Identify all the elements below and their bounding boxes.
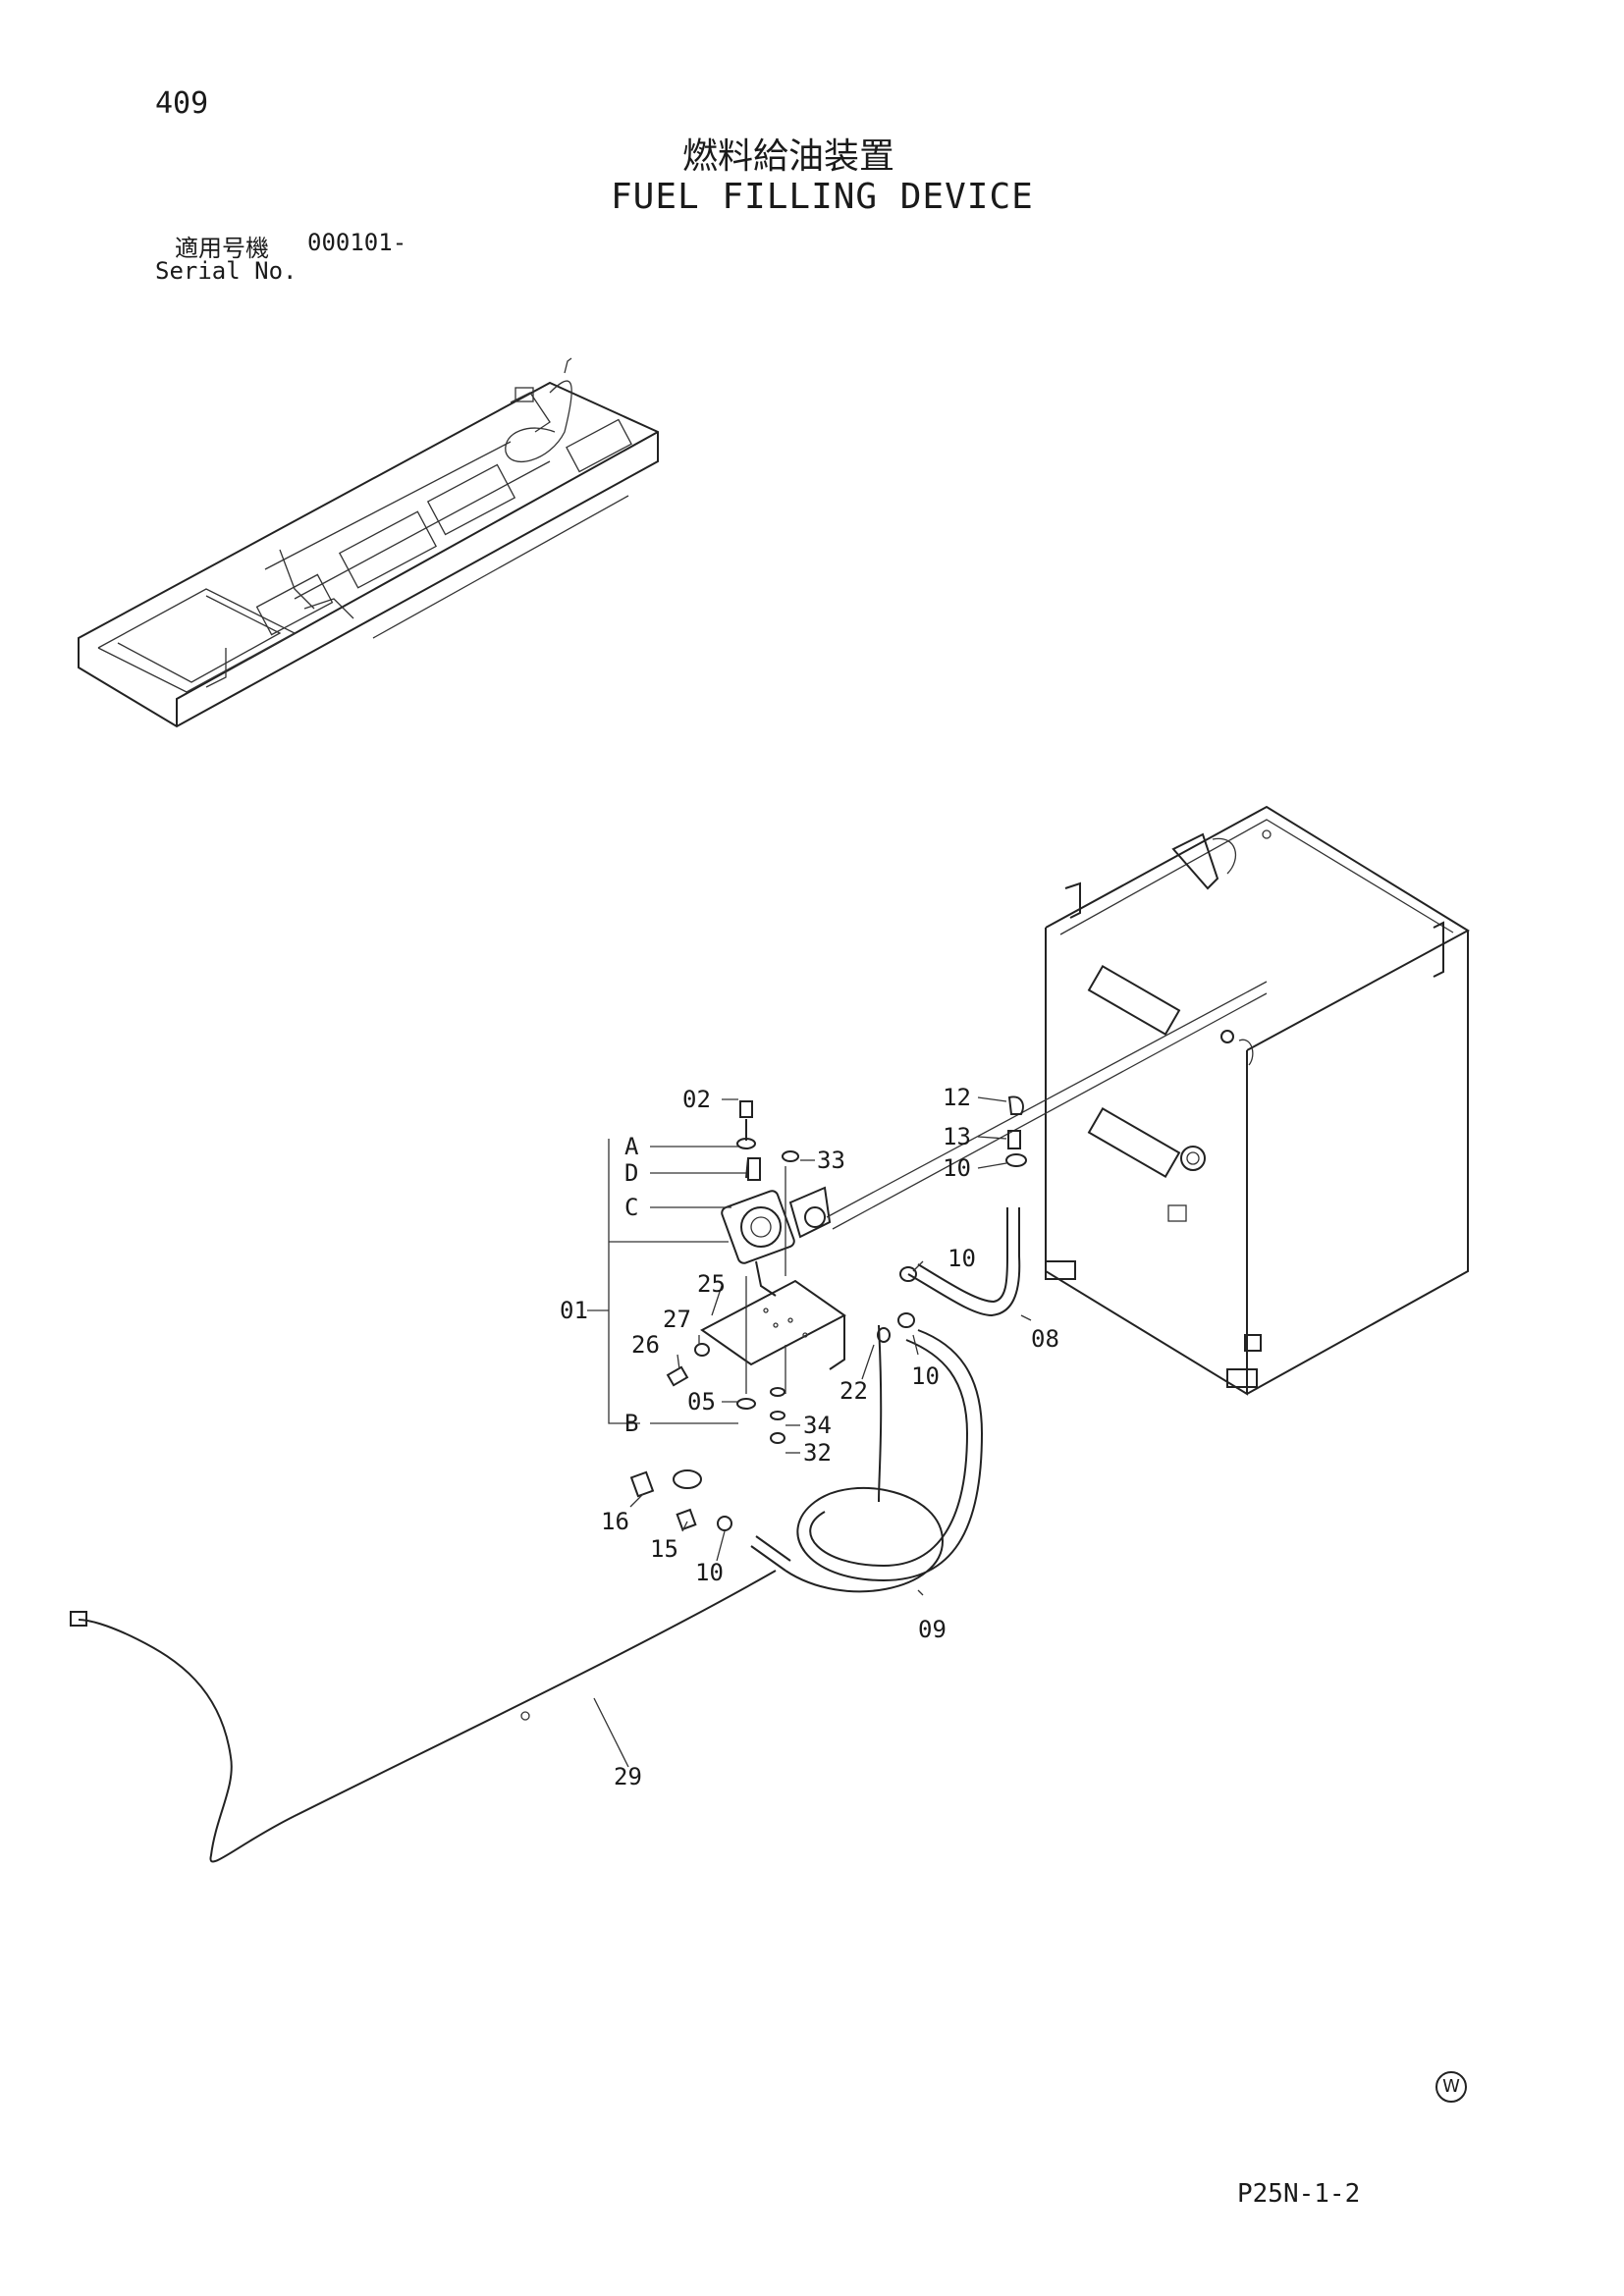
callout-27: 27 — [663, 1306, 691, 1333]
circled-w-mark: W — [1435, 2071, 1467, 2103]
machine-frame-overview-illustration — [78, 357, 659, 728]
callout-32: 32 — [803, 1439, 832, 1467]
serial-label-english: Serial No. — [155, 257, 298, 285]
callout-labels: 02 A D C 01 B 33 25 27 26 05 34 32 22 12… — [560, 1084, 1059, 1790]
title-japanese: 燃料給油装置 — [682, 136, 895, 177]
callout-12: 12 — [943, 1084, 971, 1111]
callout-A: A — [624, 1133, 639, 1160]
callout-01: 01 — [560, 1297, 588, 1324]
fuel-tank-illustration — [1045, 805, 1470, 1396]
callout-15: 15 — [650, 1535, 678, 1563]
fuel-pump-illustration — [700, 1100, 846, 1394]
callout-C: C — [624, 1194, 638, 1221]
callout-26: 26 — [631, 1331, 660, 1359]
callout-16: 16 — [601, 1508, 629, 1535]
callout-29: 29 — [614, 1763, 642, 1790]
callout-B: B — [624, 1410, 638, 1437]
title-english: FUEL FILLING DEVICE — [611, 177, 1034, 217]
serial-number-value: 000101- — [307, 229, 407, 256]
serial-label-japanese: 適用号機 — [175, 235, 269, 262]
callout-D: D — [624, 1159, 638, 1187]
callout-10-upper-hose: 10 — [947, 1245, 976, 1272]
small-fittings-illustration — [629, 1095, 1027, 1531]
callout-34: 34 — [803, 1412, 832, 1439]
fuel-hoses-illustration — [70, 981, 1268, 1863]
leader-lines — [587, 1096, 1032, 1768]
callout-05: 05 — [687, 1388, 716, 1415]
callout-25: 25 — [697, 1270, 726, 1298]
callout-33: 33 — [817, 1147, 845, 1174]
callout-08: 08 — [1031, 1325, 1059, 1353]
callout-13: 13 — [943, 1123, 971, 1150]
callout-10-tank: 10 — [943, 1154, 971, 1182]
callout-10-fitting: 10 — [695, 1559, 724, 1586]
document-code: P25N-1-2 — [1237, 2179, 1361, 2209]
page-number: 409 — [155, 86, 209, 121]
callout-22: 22 — [839, 1377, 868, 1405]
callout-02: 02 — [682, 1086, 711, 1113]
callout-09: 09 — [918, 1616, 947, 1643]
callout-10-lower-hose: 10 — [911, 1362, 940, 1390]
